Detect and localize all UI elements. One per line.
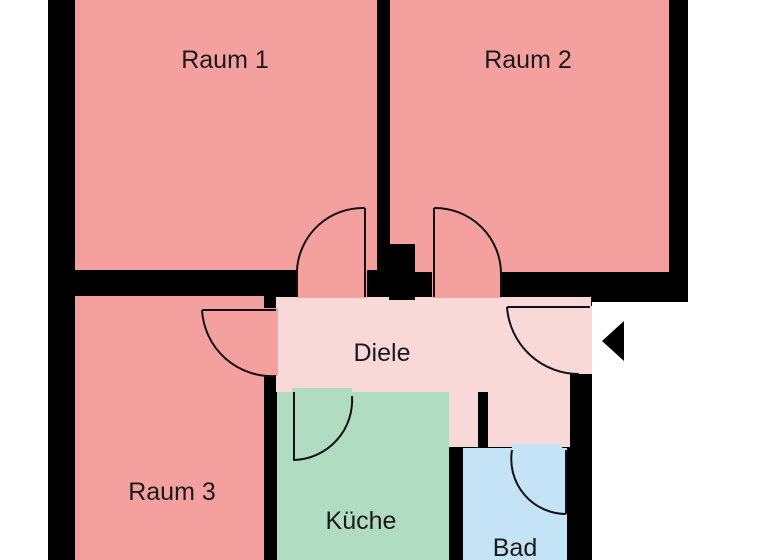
room-bad: [463, 448, 567, 560]
door-opening-raum-2: [432, 268, 502, 298]
door-swing-bad: [510, 449, 567, 515]
door-opening-raum-3: [262, 308, 278, 376]
room-raum-3: [75, 296, 264, 560]
door-swing-raum-2: [433, 206, 502, 297]
door-opening-raum-1: [297, 268, 367, 298]
door-opening-entrance: [568, 306, 592, 374]
label-raum-1: Raum 1: [181, 46, 269, 74]
room-diele: [276, 297, 591, 447]
door-swing-raum-1: [296, 206, 366, 297]
door-opening-kueche: [292, 388, 352, 396]
label-raum-3: Raum 3: [128, 478, 216, 506]
label-raum-2: Raum 2: [484, 46, 572, 74]
door-swing-entrance: [506, 306, 580, 376]
door-swing-kueche: [293, 392, 354, 462]
room-raum-1: [75, 0, 377, 270]
label-bad: Bad: [493, 534, 537, 560]
triangle-left-icon: [602, 321, 624, 361]
label-kueche: Küche: [326, 507, 397, 535]
room-raum-2: [390, 0, 669, 272]
wall-pillar: [389, 244, 415, 300]
door-opening-bad: [512, 444, 562, 452]
label-diele: Diele: [354, 339, 411, 367]
room-kueche: [277, 392, 449, 560]
door-swing-raum-3: [201, 309, 277, 378]
